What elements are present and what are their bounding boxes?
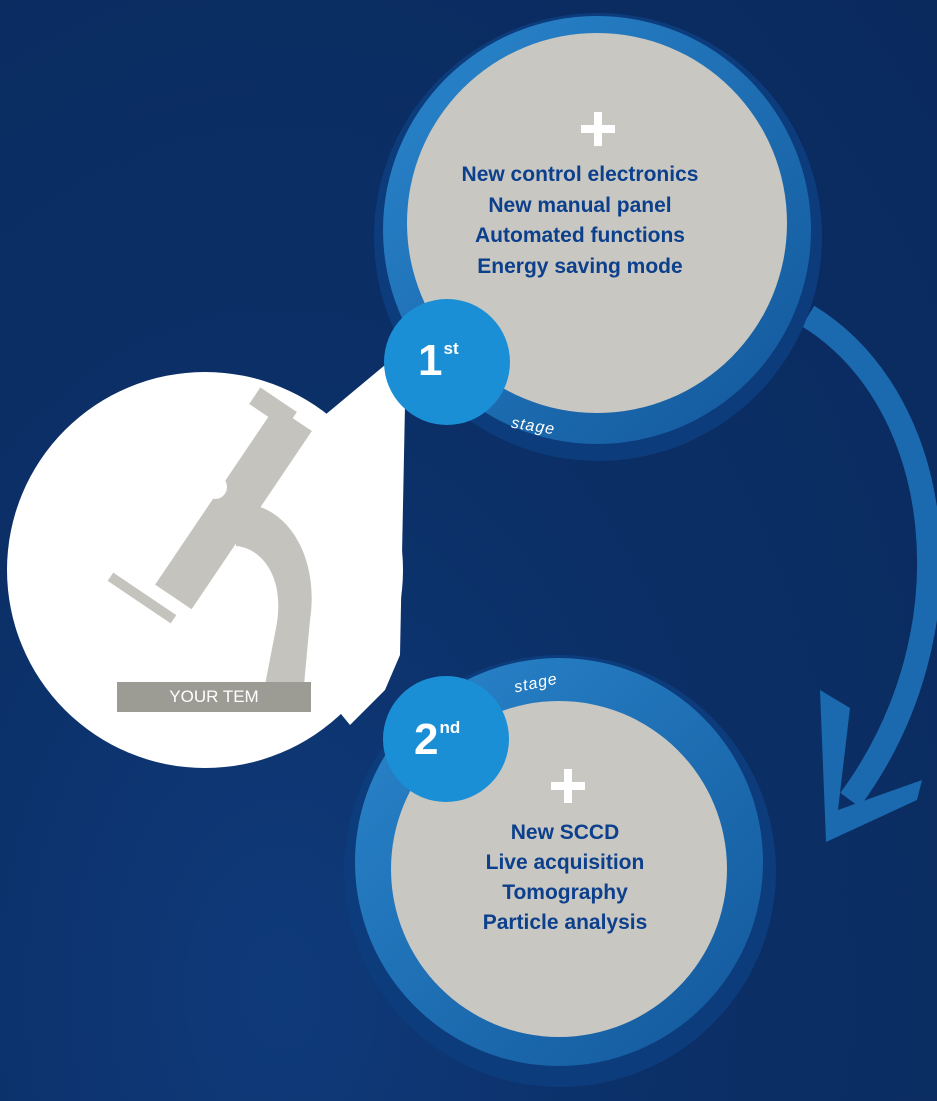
stage-1-feature-list: New control electronics New manual panel…	[380, 160, 780, 282]
plus-icon	[551, 769, 585, 803]
stage-2-suffix: nd	[439, 718, 461, 737]
stage-1-feature: Energy saving mode	[477, 254, 683, 278]
stage-2-number: 2nd	[414, 715, 460, 765]
microscope-icon	[107, 387, 312, 685]
stage-2-feature: Tomography	[502, 881, 628, 904]
stage-1-badge	[384, 299, 510, 425]
stage-2-digit: 2	[414, 715, 439, 764]
stage-2-feature: Live acquisition	[485, 851, 645, 874]
stage-1-digit: 1	[418, 336, 443, 385]
stage-2-feature: New SCCD	[510, 821, 620, 844]
stage-2-feature-list: New SCCD Live acquisition Tomography Par…	[410, 818, 720, 938]
stage-1-number: 1st	[418, 336, 459, 386]
your-tem-label: YOUR TEM	[117, 682, 311, 712]
stage-2-badge	[383, 676, 509, 802]
stage-2-feature: Particle analysis	[482, 911, 648, 934]
stage-1-suffix: st	[443, 339, 459, 358]
curved-arrow-icon	[801, 305, 937, 842]
stage-1-feature: Automated functions	[475, 224, 685, 247]
stage-1-feature: New manual panel	[488, 193, 672, 217]
plus-icon	[581, 112, 615, 146]
stage-1-feature: New control electronics	[461, 163, 699, 186]
